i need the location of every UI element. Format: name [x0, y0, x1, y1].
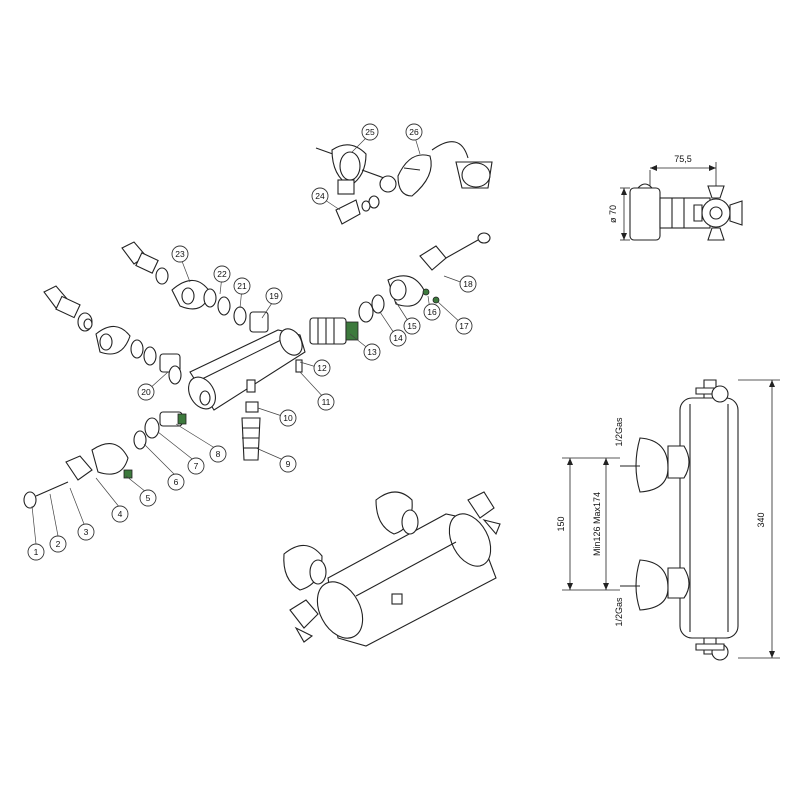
right-cartridge-parts: [309, 232, 491, 345]
dim-connection-bottom: 1/2Gas: [614, 597, 624, 627]
balloon-3: [77, 523, 95, 541]
balloon-4: [111, 505, 129, 523]
top-detail-view: [629, 183, 743, 241]
balloon-7: [187, 457, 205, 475]
balloon-16: [423, 303, 441, 321]
balloon-23-label: 23: [175, 249, 185, 259]
filter-parts: [241, 401, 261, 461]
dim-connection-top: 1/2Gas: [614, 417, 624, 447]
dim-top-diameter: ø 70: [608, 205, 618, 223]
balloon-12-label: 12: [317, 363, 327, 373]
upper-outlet-parts: [121, 241, 269, 333]
assembled-view: [283, 491, 501, 647]
balloon-1: [27, 543, 45, 561]
balloon-22-label: 22: [217, 269, 227, 279]
balloon-5: [139, 489, 157, 507]
balloon-25: [361, 123, 379, 141]
balloon-3-label: 3: [84, 527, 89, 537]
balloon-14-label: 14: [393, 333, 403, 343]
dim-top-width: 75,5: [674, 154, 692, 164]
balloon-20-label: 20: [141, 387, 151, 397]
left-outlet-parts: [43, 285, 182, 385]
balloon-17: [455, 317, 473, 335]
balloon-6: [167, 473, 185, 491]
front-elevation-dimensions: 340 150 Min126 Max174 1/2Gas 1/2Gas: [556, 379, 780, 659]
balloon-10-label: 10: [283, 413, 293, 423]
balloon-10: [279, 409, 297, 427]
balloon-23: [171, 245, 189, 263]
balloon-18-label: 18: [463, 279, 473, 289]
balloon-9-label: 9: [286, 459, 291, 469]
balloon-9: [279, 455, 297, 473]
balloon-20: [137, 383, 155, 401]
balloon-11-label: 11: [322, 397, 331, 407]
balloon-15: [403, 317, 421, 335]
balloon-13-label: 13: [367, 347, 377, 357]
dim-height: 340: [756, 512, 766, 527]
balloon-12: [313, 359, 331, 377]
part-balloons: 1 2 3 4 5 6 7 8 9 10 11 12 13 14 15 16 1…: [27, 123, 477, 561]
balloon-19: [265, 287, 283, 305]
balloon-8-label: 8: [216, 449, 221, 459]
balloon-22: [213, 265, 231, 283]
balloon-5-label: 5: [146, 493, 151, 503]
balloon-25-label: 25: [365, 127, 375, 137]
thermostatic-body: [188, 328, 306, 411]
balloon-16-label: 16: [427, 307, 437, 317]
balloon-1-label: 1: [34, 547, 39, 557]
balloon-11: [317, 393, 335, 411]
balloon-17-label: 17: [459, 321, 469, 331]
balloon-2: [49, 535, 67, 553]
balloon-13: [363, 343, 381, 361]
balloon-2-label: 2: [56, 539, 61, 549]
balloon-18: [459, 275, 477, 293]
balloon-21: [233, 277, 251, 295]
dim-range: Min126 Max174: [592, 492, 602, 556]
balloon-21-label: 21: [237, 281, 247, 291]
balloon-7-label: 7: [194, 461, 199, 471]
balloon-6-label: 6: [174, 477, 179, 487]
balloon-26-label: 26: [409, 127, 419, 137]
balloon-15-label: 15: [407, 321, 417, 331]
balloon-14: [389, 329, 407, 347]
dim-centers: 150: [556, 516, 566, 531]
balloon-19-label: 19: [269, 291, 279, 301]
balloon-24: [311, 187, 329, 205]
left-handle-parts: [23, 411, 187, 509]
balloon-24-label: 24: [315, 191, 325, 201]
top-detail-dimensions: 75,5 ø 70: [608, 154, 717, 241]
hand-shower-set: [315, 141, 493, 225]
balloon-4-label: 4: [118, 509, 123, 519]
front-elevation-view: [620, 379, 739, 661]
balloon-8: [209, 445, 227, 463]
balloon-26: [405, 123, 423, 141]
